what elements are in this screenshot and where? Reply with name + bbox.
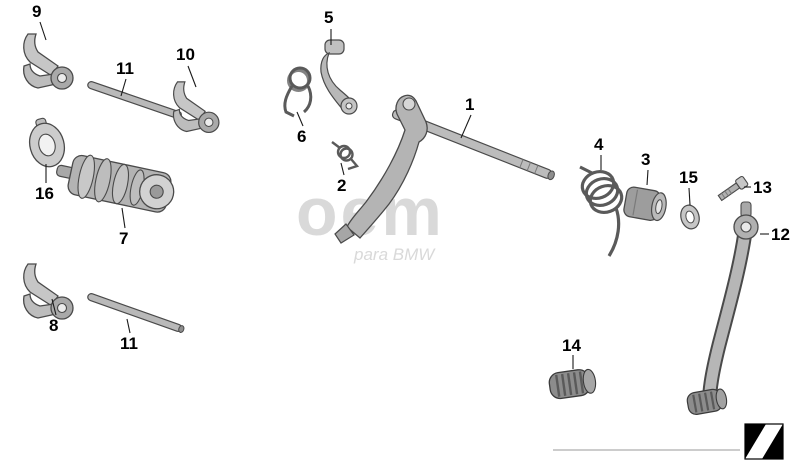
part-shift-shaft-1 <box>334 94 555 244</box>
part-label-14: 14 <box>562 336 581 355</box>
part-shift-drum-7 <box>56 154 175 213</box>
part-label-15: 15 <box>679 168 698 187</box>
part-label-7: 7 <box>119 229 129 248</box>
part-label-11-upper: 11 <box>116 59 134 78</box>
watermark-subtext: para BMW <box>354 245 435 264</box>
part-label-13: 13 <box>753 178 772 197</box>
part-shift-arm-5 <box>320 39 358 115</box>
part-label-9: 9 <box>32 2 42 21</box>
part-label-4: 4 <box>594 135 604 154</box>
part-label-5: 5 <box>324 8 334 27</box>
part-label-6: 6 <box>297 127 307 146</box>
part-label-10: 10 <box>176 45 195 64</box>
part-label-11-lower: 11 <box>120 334 138 353</box>
part-torsion-spring-6 <box>283 66 313 118</box>
part-washer-15 <box>680 204 700 230</box>
part-label-3: 3 <box>641 150 651 169</box>
leader-lines <box>39 21 769 369</box>
part-rubber-peg-14 <box>548 368 597 400</box>
part-label-12: 12 <box>771 225 790 244</box>
part-shift-fork-10 <box>172 81 220 134</box>
brand-logo <box>744 423 784 460</box>
part-shift-fork-9 <box>22 33 74 90</box>
part-label-1: 1 <box>465 95 475 114</box>
part-shift-rod-11-upper <box>87 81 182 120</box>
part-shift-rod-11-lower <box>87 293 185 333</box>
part-lock-plate-16 <box>28 117 66 168</box>
part-label-16: 16 <box>35 184 54 203</box>
part-label-8: 8 <box>49 316 59 335</box>
part-gear-shift-lever-12 <box>686 201 759 415</box>
part-bushing-3 <box>623 186 667 222</box>
part-shift-fork-8 <box>22 263 74 320</box>
part-label-2: 2 <box>337 176 347 195</box>
part-bolt-13 <box>717 175 749 202</box>
part-torsion-spring-4 <box>579 165 624 257</box>
part-spring-clip-2 <box>331 141 360 171</box>
